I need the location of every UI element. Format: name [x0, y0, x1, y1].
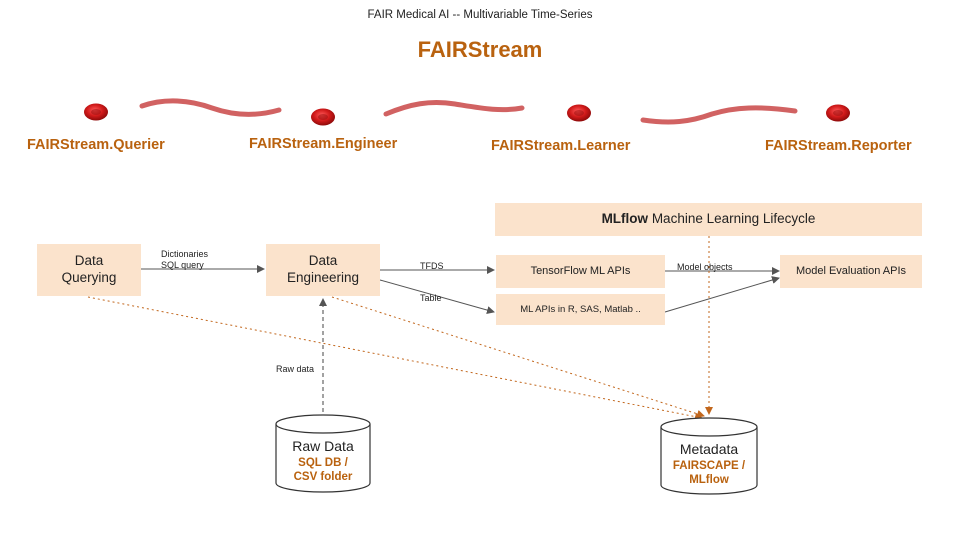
edge-label-model-objects: Model objects	[677, 262, 733, 272]
mlflow-lifecycle-banner: MLflow Machine Learning Lifecycle	[495, 203, 922, 236]
raw-data-store: Raw Data SQL DB / CSV folder	[276, 438, 370, 484]
raw-data-sub2: CSV folder	[293, 470, 353, 483]
metadata-cylinder	[660, 417, 758, 495]
data-querying-box: Data Querying	[37, 244, 141, 296]
edge-label-sql-query: SQL query	[161, 260, 204, 270]
edge-label-tfds: TFDS	[420, 261, 444, 271]
stream-wave	[139, 98, 282, 117]
blood-cell-icon	[84, 103, 108, 121]
raw-data-title: Raw Data	[292, 438, 354, 454]
raw-data-sub1: SQL DB /	[298, 456, 348, 469]
model-evaluation-apis-box: Model Evaluation APIs	[780, 255, 922, 288]
diagram-title: FAIRStream	[417, 37, 543, 62]
stage-label-learner: FAIRStream.Learner	[491, 138, 631, 154]
metadata-title: Metadata	[679, 441, 739, 457]
blood-cell-icon	[311, 108, 335, 126]
metadata-sub1: FAIRSCAPE /	[672, 459, 746, 472]
mlflow-banner-text: Machine Learning Lifecycle	[648, 211, 816, 227]
arrow-engineering-to-ml-apis	[379, 279, 495, 314]
metadata-sub2: MLflow	[689, 473, 729, 486]
edge-label-raw-data: Raw data	[276, 364, 315, 374]
ml-apis-other-box: ML APIs in R, SAS, Matlab ..	[496, 294, 665, 325]
mlflow-brand: MLflow	[601, 211, 649, 227]
arrow-ml-apis-to-evaluation	[664, 276, 780, 313]
edge-label-dictionaries: Dictionaries	[161, 249, 209, 259]
lineage-querying-to-metadata	[87, 296, 703, 421]
blood-cell-icon	[826, 104, 850, 122]
tensorflow-ml-apis-box: TensorFlow ML APIs	[496, 255, 665, 288]
data-engineering-box: Data Engineering	[266, 244, 380, 296]
blood-cell-icon	[567, 104, 591, 122]
stream-wave	[640, 105, 798, 125]
stream-wave	[383, 99, 525, 117]
edge-label-table: Table	[420, 293, 442, 303]
diagram-subtitle: FAIR Medical AI -- Multivariable Time-Se…	[367, 9, 593, 21]
metadata-store: Metadata FAIRSCAPE / MLflow	[661, 441, 757, 487]
raw-data-cylinder	[275, 414, 371, 493]
stage-label-querier: FAIRStream.Querier	[27, 137, 165, 153]
stage-label-reporter: FAIRStream.Reporter	[765, 138, 912, 154]
lineage-engineering-to-metadata	[331, 296, 705, 418]
stage-label-engineer: FAIRStream.Engineer	[249, 136, 398, 152]
